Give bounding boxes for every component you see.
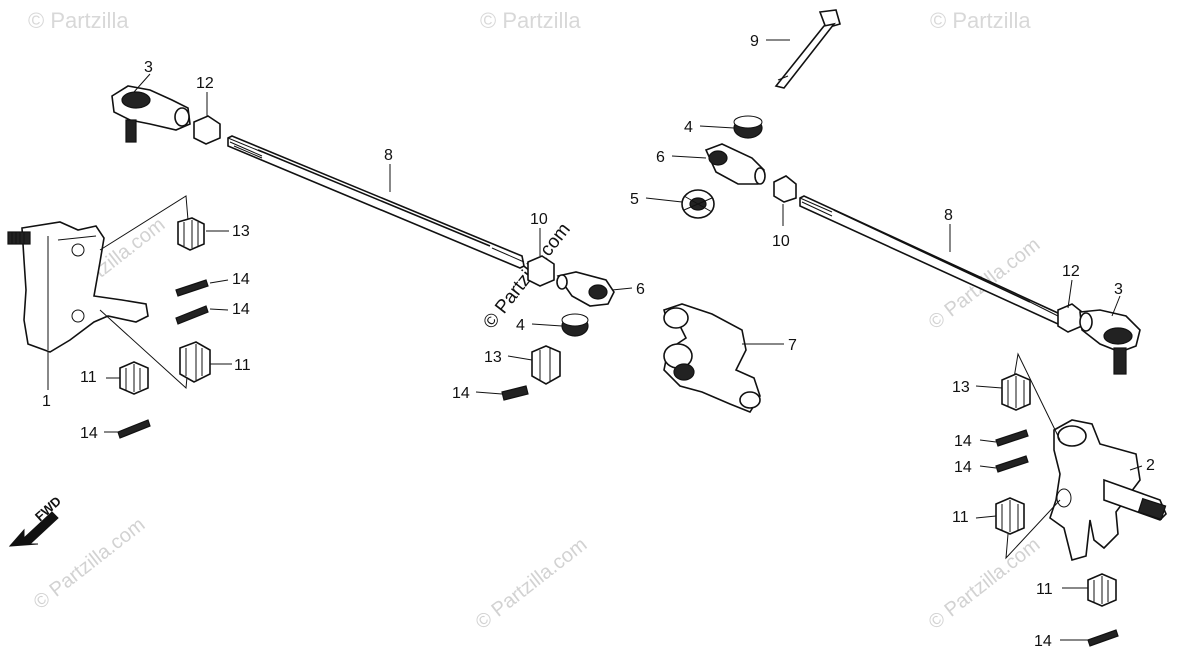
watermark-top-left: © Partzilla <box>28 8 129 33</box>
callout-8-left: 8 <box>384 147 393 164</box>
callout-7: 7 <box>788 337 797 354</box>
callout-2: 2 <box>1146 457 1155 474</box>
watermark-top-center: © Partzilla <box>480 8 581 33</box>
right-cotter-pin-upper <box>995 429 1029 447</box>
watermark-bottom-right: © Partzilla.com <box>925 534 1045 634</box>
center-bushing-4-lower <box>561 313 589 337</box>
right-cotter-pin-lower <box>995 455 1029 473</box>
right-assembly-guide-lines <box>1005 352 1061 560</box>
forward-arrow-icon <box>8 511 59 547</box>
callout-labels: 1 2 3 3 4 4 5 6 6 7 8 8 9 10 10 11 11 11… <box>42 33 1155 650</box>
callout-13-right: 13 <box>952 379 970 396</box>
callout-11-right-b: 11 <box>1036 581 1053 598</box>
right-cotter-pin-bottom <box>1087 629 1119 647</box>
callout-14-left-c: 14 <box>80 425 98 442</box>
callout-8-right: 8 <box>944 207 953 224</box>
center-grommet-5 <box>681 189 715 219</box>
left-tie-rod-end <box>111 85 191 143</box>
callout-11-left-a: 11 <box>80 369 97 386</box>
left-cotter-pin-upper <box>175 279 209 297</box>
watermark-bottom-center: © Partzilla.com <box>472 534 592 634</box>
center-castle-nut-13 <box>531 345 561 385</box>
leader-lines <box>104 39 1143 641</box>
right-castle-nut-11-upper <box>995 497 1025 535</box>
callout-14-mid: 14 <box>452 385 470 402</box>
callout-14-left-a: 14 <box>232 271 250 288</box>
center-bushing-4-upper <box>733 115 763 139</box>
watermark-top-right: © Partzilla <box>930 8 1031 33</box>
callout-12-left: 12 <box>196 75 214 92</box>
left-castle-nut-11-lower <box>119 361 149 395</box>
left-cotter-pin-bottom <box>117 419 151 439</box>
callout-14-right-b: 14 <box>954 459 972 476</box>
left-cotter-pin-lower <box>175 305 209 325</box>
callout-13-left: 13 <box>232 223 250 240</box>
center-lock-nut-10 <box>527 255 555 287</box>
callout-6-lower: 6 <box>636 281 645 298</box>
callout-4-upper: 4 <box>684 119 693 136</box>
left-lock-nut-12 <box>193 115 221 145</box>
center-rod-end-6-lower <box>556 271 615 307</box>
center-pitman-arm-7 <box>663 303 761 413</box>
left-castle-nut-11-upper <box>179 341 211 383</box>
center-cotter-pin-14 <box>501 385 529 401</box>
callout-12-right: 12 <box>1062 263 1080 280</box>
forward-direction-indicator: FWD <box>8 493 64 547</box>
right-tie-rod-end <box>1079 309 1141 375</box>
callout-10-right: 10 <box>772 233 790 250</box>
right-castle-nut-13 <box>1001 373 1031 411</box>
left-steering-knuckle <box>7 221 149 390</box>
callout-4-lower: 4 <box>516 317 525 334</box>
callout-11-left-b: 11 <box>234 357 251 374</box>
steering-bolt-9 <box>774 9 841 89</box>
right-castle-nut-11-lower <box>1087 573 1117 607</box>
callout-13-mid: 13 <box>484 349 502 366</box>
left-tie-rod <box>227 135 525 269</box>
callout-11-right-a: 11 <box>952 509 969 526</box>
callout-6-upper: 6 <box>656 149 665 166</box>
callout-3-left: 3 <box>144 59 153 76</box>
callout-14-right-c: 14 <box>1034 633 1052 650</box>
callout-10-mid: 10 <box>530 211 548 228</box>
callout-9: 9 <box>750 33 759 50</box>
callout-3-right: 3 <box>1114 281 1123 298</box>
right-steering-knuckle <box>1049 419 1167 561</box>
callout-14-left-b: 14 <box>232 301 250 318</box>
watermark-bottom-left: © Partzilla.com <box>30 514 150 614</box>
callout-1: 1 <box>42 393 51 410</box>
callout-5: 5 <box>630 191 639 208</box>
left-castle-nut-13 <box>177 217 205 251</box>
callout-14-right-a: 14 <box>954 433 972 450</box>
center-rod-end-6-upper <box>704 143 766 185</box>
right-lock-nut-12 <box>1057 303 1083 333</box>
right-lock-nut-10 <box>773 175 797 203</box>
